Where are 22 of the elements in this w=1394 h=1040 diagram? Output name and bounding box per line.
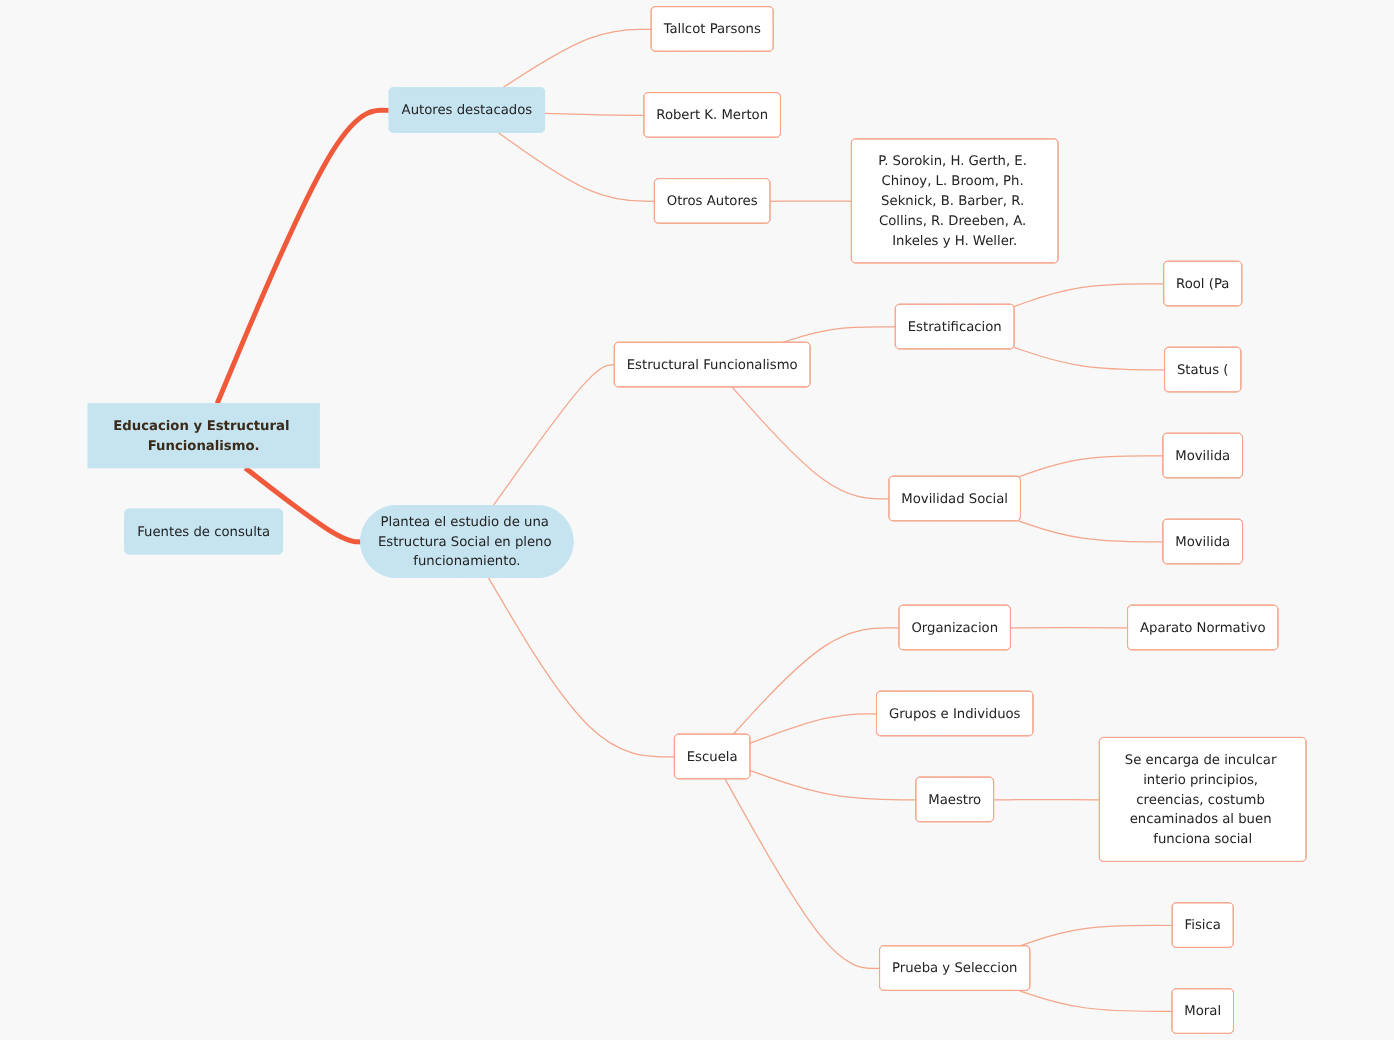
connector	[487, 577, 676, 758]
connector	[1017, 455, 1164, 478]
connector	[1013, 283, 1165, 308]
connector	[749, 769, 917, 801]
connector	[497, 132, 656, 202]
connector	[769, 200, 853, 202]
connector	[724, 778, 881, 970]
connector	[544, 112, 645, 116]
connector	[1018, 924, 1174, 947]
connector	[749, 713, 878, 744]
connector	[243, 465, 362, 545]
connector	[1017, 520, 1164, 543]
connector	[501, 28, 653, 89]
connector	[781, 326, 897, 344]
connector	[214, 107, 390, 405]
connector	[993, 798, 1101, 801]
connector	[1010, 627, 1129, 629]
connector	[1018, 990, 1173, 1013]
connector	[1013, 346, 1166, 371]
connector	[492, 364, 616, 507]
connector	[732, 627, 900, 736]
connector	[731, 386, 890, 500]
